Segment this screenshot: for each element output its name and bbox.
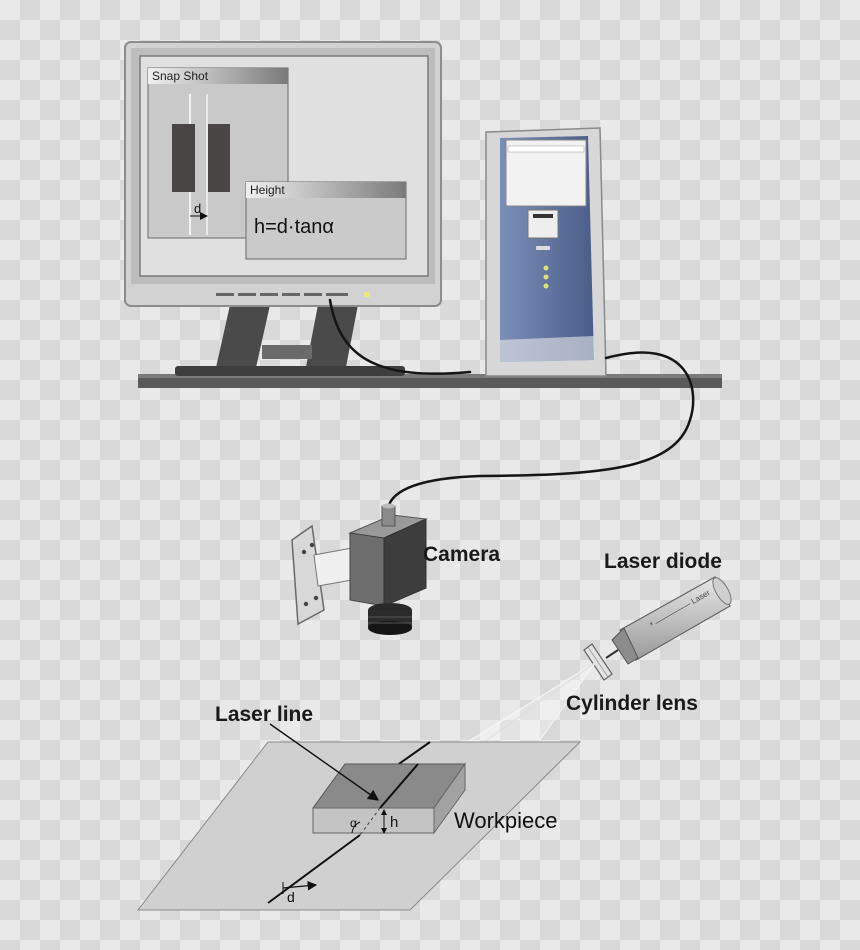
- displacement-arrow: [282, 880, 318, 894]
- laser-diode: * ————— Laser: [605, 576, 732, 665]
- height-window: [245, 181, 407, 260]
- height-window-title: Height: [250, 183, 285, 197]
- monitor-buttons: [216, 292, 370, 297]
- cylinder-lens-label: Cylinder lens: [566, 692, 698, 715]
- displacement-d-label: d: [287, 889, 295, 905]
- snapshot-window: [147, 67, 289, 239]
- camera-assembly: [291, 503, 428, 635]
- camera-label: Camera: [423, 543, 501, 566]
- cylinder-lens: [583, 643, 613, 681]
- height-h-label: h: [390, 814, 399, 831]
- snapshot-gap-label: d: [194, 201, 202, 216]
- height-formula: h=d·tanα: [254, 216, 334, 238]
- snapshot-window-title: Snap Shot: [152, 69, 209, 83]
- laser-line-callout-arrow: [269, 723, 380, 801]
- computer-tower: [485, 127, 607, 377]
- laser-diode-label: Laser diode: [604, 550, 722, 573]
- desk: [138, 374, 722, 388]
- workpiece-label: Workpiece: [454, 808, 558, 833]
- laser-line-stage: [395, 741, 431, 767]
- cables: [328, 298, 695, 510]
- angle-alpha-label: α: [350, 816, 357, 830]
- laser-line-label: Laser line: [215, 703, 314, 726]
- monitor: [124, 41, 442, 376]
- workpiece: [312, 762, 466, 836]
